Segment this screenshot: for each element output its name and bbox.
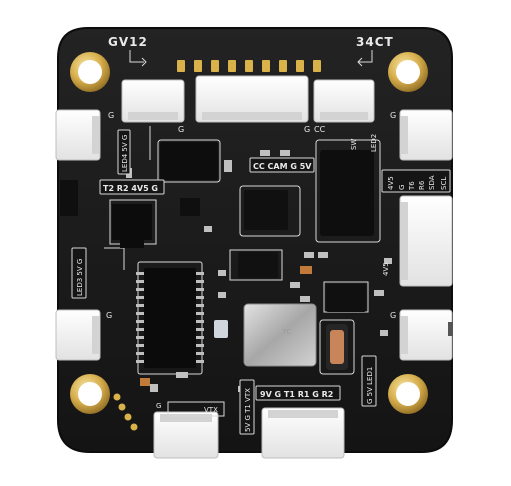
label-right-scl: SCL	[440, 177, 448, 190]
label-led4-5v-g: LED4 5V G	[121, 135, 129, 172]
mounting-hole-bottom-left	[70, 374, 110, 414]
label-g-top-right-conn: G	[304, 125, 310, 134]
components	[60, 142, 374, 370]
mounting-hole-top-right	[388, 52, 428, 92]
label-g-top-left-conn: G	[178, 125, 184, 134]
label-t2-row: T2 R2 4V5 G	[103, 184, 158, 193]
main-chip-pins	[136, 272, 204, 363]
label-right-sda: SDA	[428, 175, 436, 190]
label-chip-mark: 7C	[282, 328, 291, 336]
label-right-g: G	[398, 185, 406, 190]
label-g-right-bottom: G	[390, 311, 396, 320]
top-pad-row	[177, 60, 321, 72]
connector-left-top	[55, 109, 101, 161]
connector-top-right	[313, 79, 375, 123]
label-right-4v5-mid: 4V5	[382, 262, 390, 276]
label-g-bottom-left: G	[156, 402, 161, 410]
connector-right-top	[399, 109, 453, 161]
label-right-t6: T6	[408, 181, 416, 191]
mounting-hole-top-left	[70, 52, 110, 92]
label-right-r6: R6	[418, 180, 426, 190]
connector-bottom-center	[261, 407, 345, 459]
bottom-left-pads	[113, 393, 138, 431]
connector-top-left	[121, 79, 185, 123]
label-led3-5v-g: LED3 5V G	[76, 259, 84, 296]
label-bottom-left-col: 5V G T1 VTX	[244, 388, 252, 432]
connector-top-center	[195, 75, 309, 123]
label-right-4v5: 4V5	[387, 176, 395, 190]
mounting-hole-bottom-right	[388, 374, 428, 414]
label-cc: CC	[314, 125, 326, 134]
label-g-right-top: G	[390, 111, 396, 120]
label-boxes	[71, 129, 451, 435]
label-vtx: VTX	[204, 406, 218, 414]
label-right-bottom-col: G 5V LED1	[366, 367, 374, 404]
label-cam-row: CC CAM G 5V	[253, 162, 312, 171]
silkscreen-outlines	[104, 50, 381, 417]
label-sw: SW	[350, 139, 358, 150]
label-gv12: GV12	[108, 35, 148, 49]
connector-right-middle	[399, 195, 453, 287]
label-g-left-mid: G	[106, 311, 112, 320]
silkscreen-text: GV12 34CT G G G CC G SW LED2 LED4 5V G C…	[76, 35, 448, 432]
connector-left-bottom	[55, 309, 101, 361]
label-led2: LED2	[370, 134, 378, 152]
connector-right-bottom	[399, 309, 453, 361]
connector-bottom-left	[153, 411, 219, 459]
label-bottom-row: 9V G T1 R1 G R2	[260, 390, 333, 399]
label-34ct: 34CT	[356, 35, 394, 49]
label-g-left-top: G	[108, 111, 114, 120]
